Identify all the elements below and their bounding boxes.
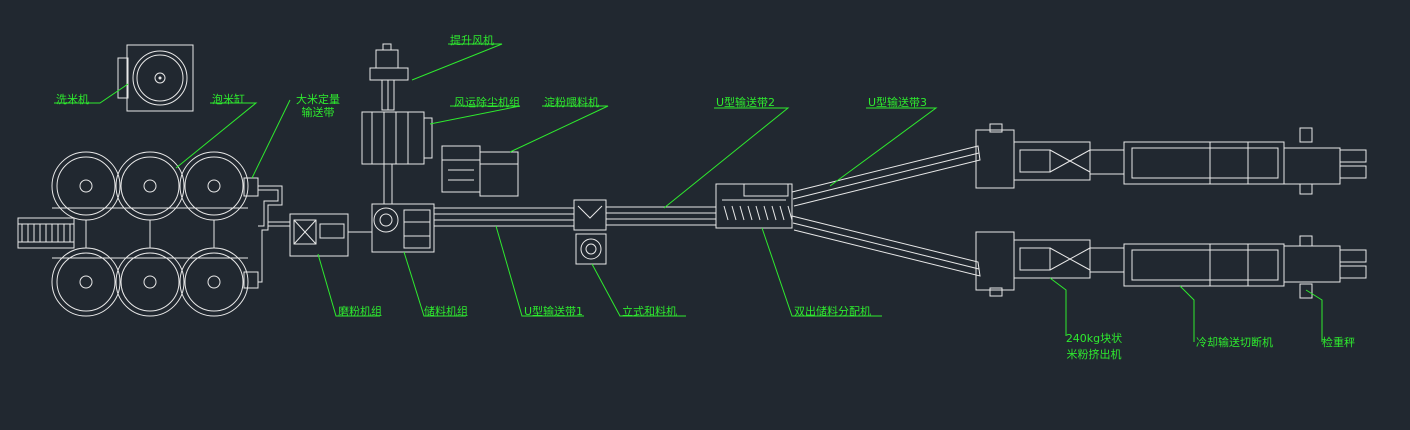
rice-washer	[117, 44, 194, 112]
soaking-tanks	[51, 151, 259, 317]
distributor-blade	[747, 205, 753, 221]
label-powder-feeder: 淀粉喂料机	[544, 96, 599, 109]
check-scale-upper	[1283, 127, 1367, 195]
u-conveyor-3	[791, 145, 981, 277]
distributor-blade	[787, 205, 793, 221]
powder-feeder	[441, 145, 519, 197]
label-rice-conveyor-line2: 输送带	[301, 106, 335, 119]
label-dual-distributor: 双出储料分配机	[794, 305, 871, 318]
label-check-scale: 检重秤	[1322, 336, 1355, 349]
check-scale-lower	[1283, 235, 1367, 299]
leader-lines	[54, 43, 1323, 342]
label-u-conveyor-3: U型输送带3	[868, 96, 928, 109]
label-mill-unit: 磨粉机组	[338, 305, 382, 318]
lift-fan	[369, 43, 409, 111]
label-extruder-line1: 240kg块状	[1065, 332, 1123, 345]
distributor-blade	[723, 205, 729, 221]
label-u-conveyor-1: U型输送带1	[524, 305, 584, 318]
distributor-blade	[763, 205, 769, 221]
cooling-cutter-lower	[1123, 243, 1285, 287]
distributor-blade	[771, 205, 777, 221]
distributor-blade	[739, 205, 745, 221]
label-extruder: 240kg块状 米粉挤出机	[1058, 332, 1130, 361]
label-extruder-line2: 米粉挤出机	[1066, 348, 1122, 361]
cooling-cutter-upper	[1123, 141, 1285, 185]
distributor-blade	[779, 205, 785, 221]
distributor-blade	[755, 205, 761, 221]
label-storage-unit: 储料机组	[424, 305, 468, 318]
label-rice-conveyor-line1: 大米定量	[296, 93, 340, 106]
extruder-lower	[975, 231, 1125, 297]
mill-unit	[289, 213, 372, 257]
inlet-conveyor	[17, 217, 75, 249]
u-conveyor-2	[605, 206, 717, 226]
extruder-upper	[975, 123, 1125, 189]
label-u-conveyor-2: U型输送带2	[716, 96, 776, 109]
label-soaking-tank: 泡米缸	[212, 93, 245, 106]
label-rice-conveyor: 大米定量 输送带	[290, 93, 346, 119]
distributor-blade	[731, 205, 737, 221]
rice-feed-pipe	[258, 185, 290, 283]
label-vertical-mixer: 立式和料机	[622, 305, 677, 318]
u-conveyor-1	[433, 207, 575, 227]
dual-distributor	[715, 183, 793, 229]
label-lift-fan: 提升风机	[450, 34, 494, 47]
dust-collector	[361, 111, 433, 205]
vertical-mixer	[573, 199, 607, 265]
label-cooling-cutter: 冷却输送切断机	[1196, 336, 1273, 349]
storage-unit	[371, 203, 435, 253]
label-dust-collector: 风运除尘机组	[454, 96, 520, 109]
label-rice-washer: 洗米机	[56, 93, 89, 106]
